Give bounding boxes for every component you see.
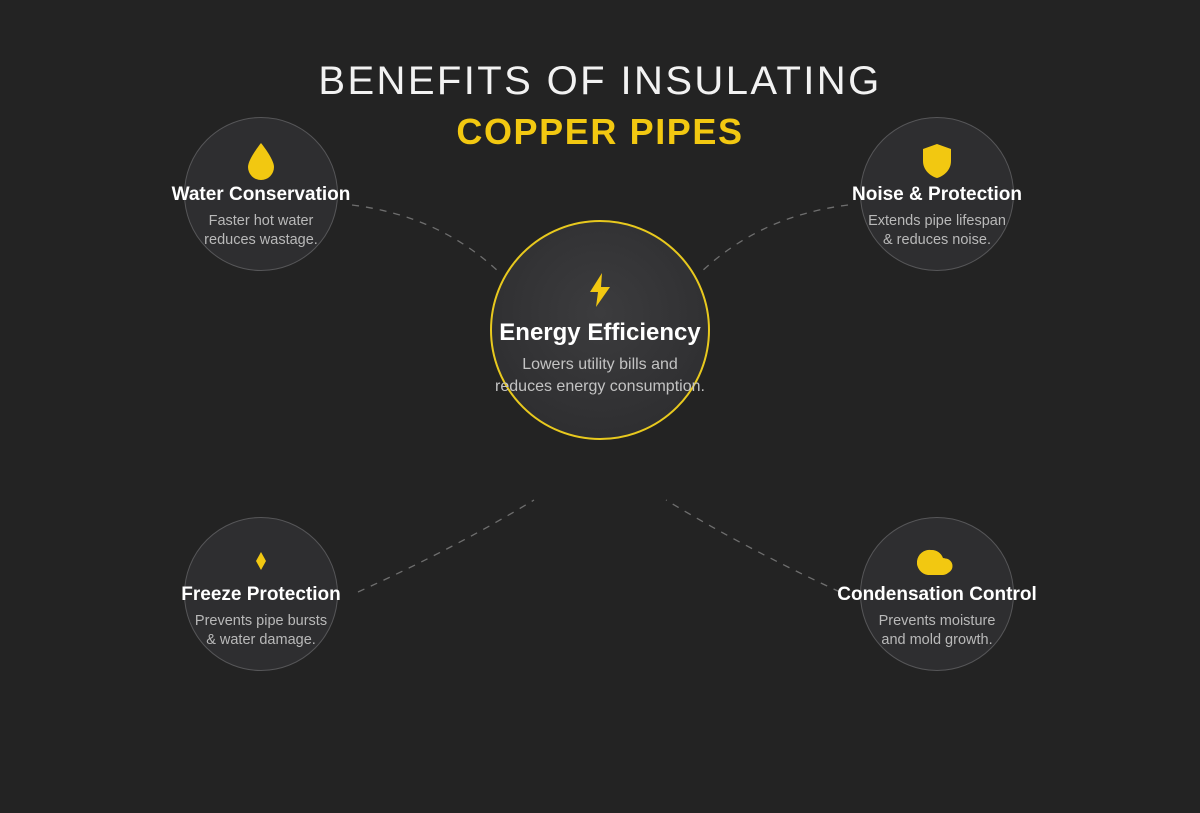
node-description: Faster hot water reduces wastage. <box>204 212 318 248</box>
water-drop-glyph <box>248 142 274 180</box>
node-water-conservation[interactable]: Water Conservation Faster hot water redu… <box>172 117 350 271</box>
center-node-description: Lowers utility bills and reduces energy … <box>495 355 705 395</box>
node-description: Prevents moisture and mold growth. <box>878 612 996 648</box>
title-line-accent: COPPER PIPES <box>456 111 744 152</box>
node-content: Freeze Protection Prevents pipe bursts &… <box>96 518 426 672</box>
title-line-primary: BENEFITS OF INSULATING <box>318 59 882 103</box>
snowflake-icon <box>255 541 267 581</box>
node-title: Condensation Control <box>837 583 1037 605</box>
shield-icon <box>922 141 952 181</box>
node-title: Noise & Protection <box>852 183 1022 205</box>
cloud-glyph <box>917 549 953 575</box>
node-noise-protection[interactable]: Noise & Protection Extends pipe lifespan… <box>852 117 1022 271</box>
node-condensation-control[interactable]: Condensation Control Prevents moisture a… <box>837 517 1037 671</box>
cloud-icon <box>917 541 957 581</box>
node-description: Prevents pipe bursts & water damage. <box>194 612 328 648</box>
water-drop-icon <box>247 141 275 181</box>
center-node-title: Energy Efficiency <box>499 318 701 346</box>
lightning-bolt-glyph <box>590 272 610 307</box>
node-freeze-protection[interactable]: Freeze Protection Prevents pipe bursts &… <box>181 517 341 671</box>
snowflake-glyph <box>256 551 266 570</box>
node-title: Freeze Protection <box>181 583 341 605</box>
center-node-content: Energy Efficiency Lowers utility bills a… <box>400 222 800 442</box>
shield-glyph <box>923 143 951 178</box>
node-content: Water Conservation Faster hot water redu… <box>96 118 426 272</box>
node-energy-efficiency[interactable]: Energy Efficiency Lowers utility bills a… <box>490 220 710 440</box>
lightning-bolt-icon <box>587 267 613 313</box>
node-description: Extends pipe lifespan & reduces noise. <box>868 212 1006 248</box>
node-title: Water Conservation <box>171 183 351 205</box>
page-title: BENEFITS OF INSULATING COPPER PIPES <box>0 58 1200 154</box>
node-content: Condensation Control Prevents moisture a… <box>772 518 1102 672</box>
node-content: Noise & Protection Extends pipe lifespan… <box>772 118 1102 272</box>
